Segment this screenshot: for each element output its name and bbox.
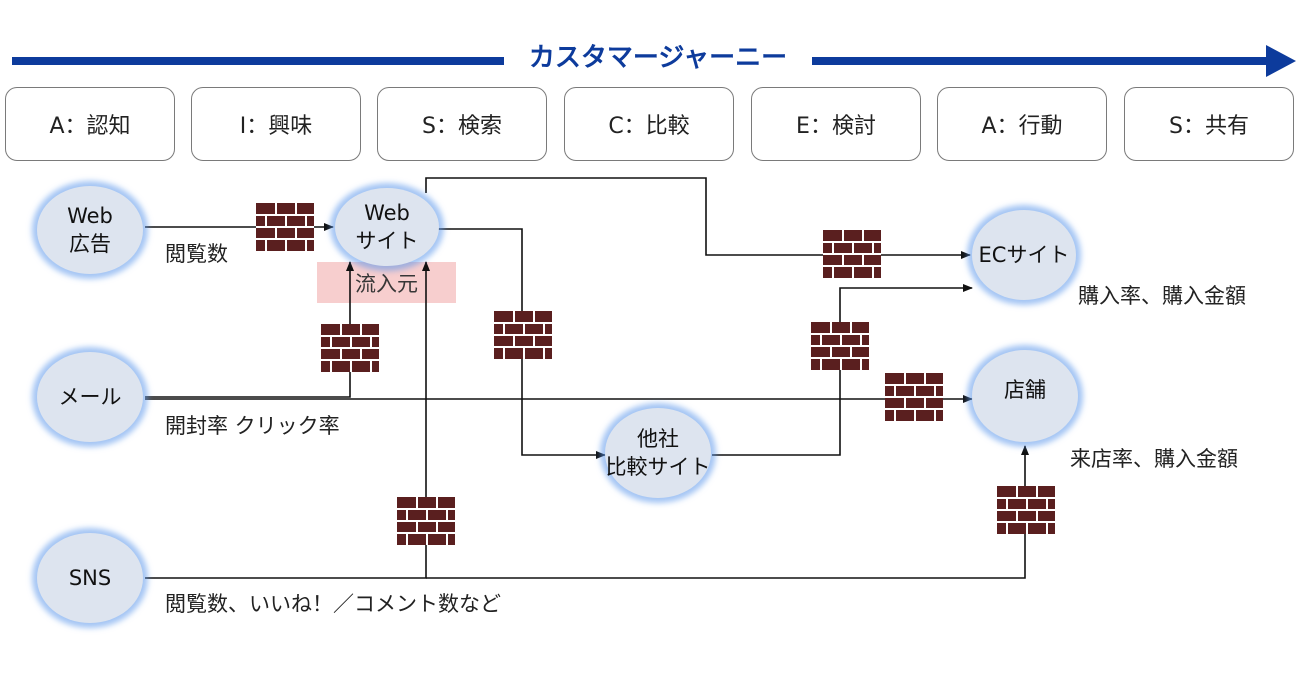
brick-wall-icon: [884, 372, 944, 422]
node-store-label: 店舗: [1004, 378, 1046, 402]
brick-wall-icon: [810, 321, 870, 371]
sns-metric: 閲覧数、いいね！／コメント数など: [165, 592, 501, 616]
node-compare-site: 他社 比較サイト: [605, 408, 711, 498]
edge-compare-ec: [712, 284, 973, 456]
node-ec-site: ECサイト: [972, 210, 1076, 300]
node-sns-label: SNS: [68, 566, 112, 590]
brick-wall-icon: [493, 310, 553, 360]
node-mail-label: メール: [58, 385, 122, 409]
stage-search: S：検索: [377, 87, 547, 161]
node-sns: SNS: [37, 533, 143, 623]
inflow-source-text: 流入元: [355, 271, 418, 296]
stage-interest: I：興味: [191, 87, 361, 161]
banner-title: カスタマージャーニー: [504, 38, 812, 78]
brick-wall-icon: [822, 229, 882, 279]
stage-share: S：共有: [1124, 87, 1294, 161]
brick-wall-icon: [396, 496, 456, 546]
node-compare-site-line1: 他社: [637, 427, 679, 451]
ec-metric: 購入率、購入金額: [1078, 284, 1246, 308]
node-website-line2: サイト: [355, 229, 419, 253]
node-website-line1: Web: [364, 201, 410, 225]
node-ec-site-label: ECサイト: [978, 243, 1070, 267]
node-web-ad: Web 広告: [37, 186, 143, 274]
stage-awareness: A：認知: [5, 87, 175, 161]
edge-mail-website: [145, 261, 354, 398]
node-compare-site-line2: 比較サイト: [605, 455, 711, 479]
node-store: 店舗: [972, 350, 1078, 442]
node-website: Web サイト: [335, 188, 439, 266]
store-metric: 来店率、購入金額: [1070, 447, 1238, 471]
node-web-ad-line1: Web: [67, 204, 113, 228]
mail-metric: 開封率 クリック率: [165, 414, 340, 438]
brick-wall-icon: [996, 485, 1056, 535]
brick-wall-icon: [320, 323, 380, 373]
brick-wall-icon: [255, 202, 315, 252]
web-ad-metric: 閲覧数: [165, 242, 228, 266]
node-web-ad-line2: 広告: [68, 232, 111, 256]
node-mail: メール: [37, 352, 143, 442]
stage-compare: C：比較: [564, 87, 734, 161]
inflow-source-label: 流入元: [317, 262, 456, 303]
edge-website-ec: [425, 177, 971, 259]
edge-sns-store: [426, 445, 1029, 579]
stage-action: A：行動: [937, 87, 1107, 161]
stage-evaluate: E：検討: [751, 87, 921, 161]
